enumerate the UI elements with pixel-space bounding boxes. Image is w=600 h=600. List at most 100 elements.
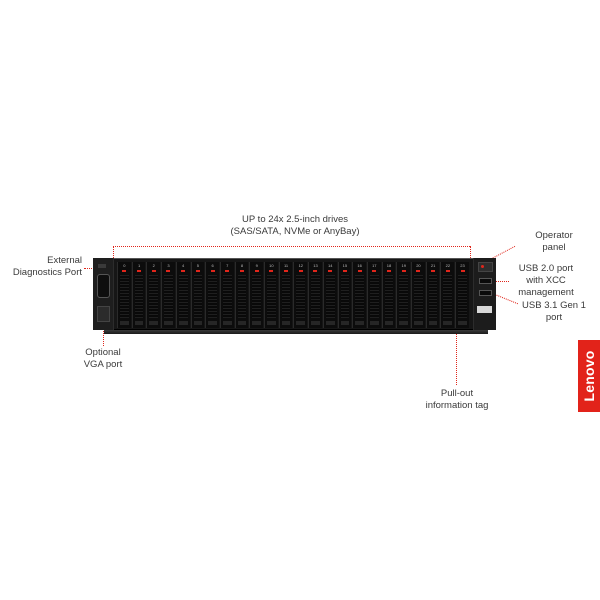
drive-bay-number: 21 [430, 263, 436, 268]
optional-vga-callout: Optional VGA port [68, 347, 138, 371]
drive-activity-led [225, 270, 230, 272]
drive-activity-led [342, 270, 347, 272]
drive-latch[interactable] [267, 321, 276, 325]
drive-bay[interactable]: 16 [352, 262, 366, 328]
drive-bay-number: 10 [269, 263, 274, 268]
drive-activity-led [269, 270, 274, 272]
drives-callout-line1: UP to 24x 2.5-inch drives [242, 214, 348, 225]
drives-leader-left [113, 246, 114, 262]
drive-activity-led [401, 270, 406, 272]
drive-grill [296, 275, 306, 318]
drive-grill [311, 275, 320, 318]
drive-latch[interactable] [355, 321, 364, 325]
drive-latch[interactable] [296, 321, 306, 325]
drive-bay[interactable]: 0 [117, 262, 131, 328]
usb31-line1: USB 3.1 Gen 1 [522, 300, 586, 311]
drive-bay[interactable]: 23 [455, 262, 469, 328]
drive-bay[interactable]: 12 [293, 262, 308, 328]
drive-grill [193, 275, 203, 318]
info-tag-line1: Pull-out [440, 388, 474, 399]
drive-grill [149, 275, 159, 318]
drive-grill [399, 275, 409, 318]
drive-latch[interactable] [120, 321, 129, 325]
drive-bay[interactable]: 11 [278, 262, 293, 328]
drive-bay[interactable]: 21 [425, 262, 440, 328]
drive-bay[interactable]: 3 [161, 262, 175, 328]
drive-latch[interactable] [369, 321, 379, 325]
drive-bay[interactable]: 22 [440, 262, 455, 328]
drive-activity-led [137, 270, 142, 272]
drive-latch[interactable] [428, 321, 438, 325]
drive-latch[interactable] [134, 321, 144, 325]
drive-bay[interactable]: 7 [219, 262, 234, 328]
drive-bay[interactable]: 13 [308, 262, 322, 328]
drive-latch[interactable] [311, 321, 320, 325]
drives-leader-right [470, 246, 471, 262]
drive-bay[interactable]: 10 [264, 262, 278, 328]
drive-activity-led [239, 270, 244, 272]
drive-latch[interactable] [399, 321, 409, 325]
drive-latch[interactable] [252, 321, 262, 325]
drive-latch[interactable] [178, 321, 188, 325]
drive-bay[interactable]: 18 [381, 262, 396, 328]
drive-bay-number: 22 [445, 263, 451, 268]
usb2-line2: with XCC [526, 275, 566, 286]
left-rack-ear [93, 258, 114, 330]
drive-latch[interactable] [325, 321, 335, 325]
external-diagnostics-line2: Diagnostics Port [12, 267, 82, 278]
external-diagnostics-callout: External Diagnostics Port [4, 255, 82, 279]
drive-bay[interactable]: 4 [175, 262, 190, 328]
drive-activity-led [416, 270, 421, 272]
operator-panel-leader [491, 245, 516, 259]
info-tag-callout: Pull-out information tag [412, 388, 502, 412]
drive-latch[interactable] [193, 321, 203, 325]
drive-grill [369, 275, 379, 318]
drive-bay[interactable]: 8 [234, 262, 249, 328]
drive-latch[interactable] [237, 321, 247, 325]
usb2-leader [489, 281, 509, 282]
optional-vga-line1: Optional [85, 347, 121, 358]
drive-latch[interactable] [149, 321, 159, 325]
drive-latch[interactable] [414, 321, 423, 325]
optional-vga-line2: VGA port [83, 359, 123, 370]
operator-panel-line1: Operator [535, 230, 573, 241]
drive-bay-number: 2 [152, 263, 155, 268]
drive-latch[interactable] [458, 321, 467, 325]
drive-bay[interactable]: 5 [190, 262, 205, 328]
drive-grill [267, 275, 276, 318]
drive-bay[interactable]: 14 [322, 262, 337, 328]
usb2-port [479, 278, 492, 284]
drive-grill [252, 275, 262, 318]
drive-bay[interactable]: 2 [146, 262, 161, 328]
chassis-bottom-edge [104, 330, 488, 334]
drive-activity-led [313, 270, 318, 272]
drive-bay-number: 17 [372, 263, 377, 268]
drive-bay-number: 5 [196, 263, 199, 268]
drive-bay[interactable]: 17 [366, 262, 381, 328]
drive-bay[interactable]: 20 [411, 262, 425, 328]
usb2-line1: USB 2.0 port [518, 263, 574, 274]
drive-latch[interactable] [281, 321, 291, 325]
right-rack-ear [473, 258, 496, 330]
drive-latch[interactable] [384, 321, 394, 325]
drive-grill [384, 275, 394, 318]
drive-latch[interactable] [340, 321, 350, 325]
drive-bay[interactable]: 1 [131, 262, 146, 328]
drive-bay[interactable]: 6 [205, 262, 219, 328]
drive-activity-led [166, 270, 171, 272]
drive-bay[interactable]: 19 [396, 262, 411, 328]
drive-bay-number: 4 [182, 263, 185, 268]
drive-latch[interactable] [208, 321, 217, 325]
drive-bay-number: 16 [357, 263, 362, 268]
drive-bay[interactable]: 15 [337, 262, 352, 328]
drive-bay-number: 7 [226, 263, 229, 268]
drive-grill [134, 275, 144, 318]
usb31-port [479, 290, 492, 296]
drive-latch[interactable] [164, 321, 173, 325]
drive-bay[interactable]: 9 [249, 262, 264, 328]
drive-grill [325, 275, 335, 318]
drive-bay-number: 0 [123, 263, 126, 268]
drive-latch[interactable] [443, 321, 453, 325]
drive-bay-number: 19 [401, 263, 406, 268]
drive-latch[interactable] [222, 321, 232, 325]
